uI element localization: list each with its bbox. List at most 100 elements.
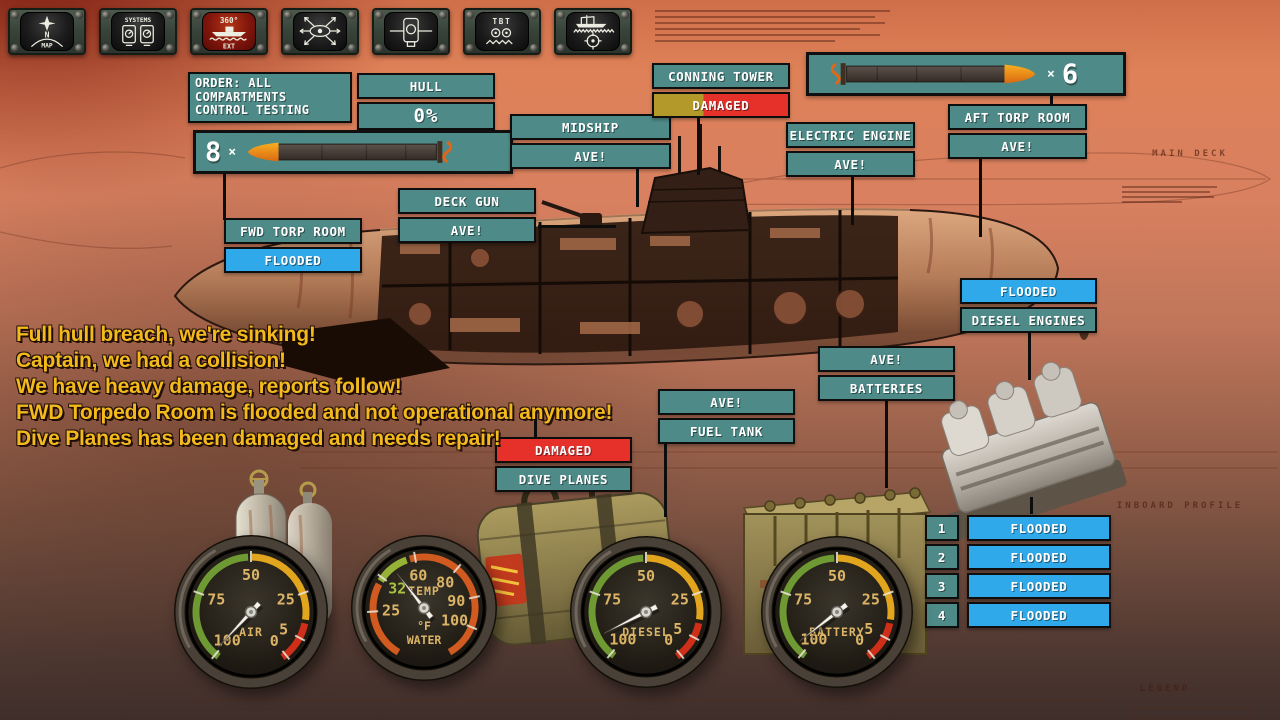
compartment-status[interactable]: AVE! <box>786 151 915 177</box>
compartment-status[interactable]: AVE! <box>948 133 1087 159</box>
screw-icon <box>166 44 174 52</box>
toolbar-button-free-look[interactable] <box>281 8 359 55</box>
eye-arrows-icon <box>299 16 341 46</box>
compartment-status[interactable]: DAMAGED <box>495 437 632 463</box>
tube-status[interactable]: FLOODED <box>967 602 1111 628</box>
compartment-status[interactable]: AVE! <box>398 217 536 243</box>
screw-icon <box>439 44 447 52</box>
compartment-label[interactable]: FWD TORP ROOM <box>224 218 362 244</box>
screw-icon <box>466 11 474 19</box>
toolbar-button-torpedo-tube[interactable] <box>372 8 450 55</box>
svg-text:N: N <box>45 30 50 39</box>
button-screen: N MAP <box>20 12 74 51</box>
torpedo-tube-row: 1 FLOODED <box>925 515 1111 541</box>
compartment-label[interactable]: AFT TORP ROOM <box>948 104 1087 130</box>
compartment-label[interactable]: DECK GUN <box>398 188 536 214</box>
toolbar-button-map[interactable]: N MAP <box>8 8 86 55</box>
screw-icon <box>257 11 265 19</box>
hull-label: HULL <box>357 73 495 99</box>
hull-integrity-panel: HULL 0% <box>357 73 495 130</box>
button-screen: 360° EXT <box>202 12 256 51</box>
compartment-label[interactable]: FUEL TANK <box>658 418 795 444</box>
compartment-status[interactable]: AVE! <box>658 389 795 415</box>
times-symbol: × <box>228 144 237 160</box>
compartment-label[interactable]: DIVE PLANES <box>495 466 632 492</box>
torpedo-icon <box>830 62 1036 86</box>
message-line: We have heavy damage, reports follow! <box>16 375 402 398</box>
screw-icon <box>621 11 629 19</box>
tube-number: 4 <box>925 602 959 628</box>
compartment-aft-torp-room: AFT TORP ROOM AVE! <box>948 104 1087 159</box>
toolbar-button-tbt[interactable]: TBT <box>463 8 541 55</box>
order-line: CONTROL TESTING <box>195 103 310 117</box>
damage-message-log: Full hull breach, we're sinking! Captain… <box>16 322 612 452</box>
blueprint-label-main-deck: MAIN DECK <box>1152 149 1228 159</box>
tbt-binoculars-icon: TBT <box>486 17 513 45</box>
fwd-torpedo-stock: 8 × <box>193 130 513 174</box>
svg-text:SYSTEMS: SYSTEMS <box>125 17 152 24</box>
compartment-label[interactable]: CONNING TOWER <box>652 63 790 89</box>
compass-map-icon: N MAP <box>31 15 63 50</box>
tube-number: 1 <box>925 515 959 541</box>
connector-line <box>534 407 537 438</box>
compartment-status[interactable]: DAMAGED <box>652 92 790 118</box>
toolbar-button-attack-scope[interactable] <box>554 8 632 55</box>
blueprint-label-inboard-profile: INBOARD PROFILE <box>1117 501 1243 511</box>
compartment-label[interactable]: DIESEL ENGINES <box>960 307 1097 333</box>
compartment-status[interactable]: FLOODED <box>960 278 1097 304</box>
connector-line <box>223 168 226 220</box>
screw-icon <box>75 11 83 19</box>
screw-icon <box>466 44 474 52</box>
screw-icon <box>11 11 19 19</box>
toolbar-button-systems[interactable]: SYSTEMS <box>99 8 177 55</box>
order-panel[interactable]: ORDER: ALL COMPARTMENTS CONTROL TESTING <box>188 72 352 123</box>
screw-icon <box>348 44 356 52</box>
compartment-diesel-engines: FLOODED DIESEL ENGINES <box>960 278 1097 333</box>
svg-text:MAP: MAP <box>41 43 53 50</box>
connector-line <box>1050 90 1053 105</box>
connector-line <box>885 392 888 488</box>
top-toolbar: N MAP SYSTEMS 360 <box>0 0 1280 62</box>
screw-icon <box>557 11 565 19</box>
compartment-status[interactable]: FLOODED <box>224 247 362 273</box>
connector-line <box>1030 497 1033 514</box>
ship-crosshair-icon <box>573 15 615 50</box>
toolbar-button-exterior-360[interactable]: 360° EXT <box>190 8 268 55</box>
battery-crate-image <box>742 487 932 655</box>
compartment-deck-gun: DECK GUN AVE! <box>398 188 536 243</box>
message-line: Full hull breach, we're sinking! <box>16 323 316 346</box>
compartment-label[interactable]: MIDSHIP <box>510 114 671 140</box>
connector-line <box>664 435 667 517</box>
screw-icon <box>193 44 201 52</box>
screw-icon <box>375 11 383 19</box>
connector-line <box>1028 326 1031 380</box>
compartment-status[interactable]: AVE! <box>818 346 955 372</box>
ship-exterior-icon: 360° EXT <box>209 16 247 51</box>
screw-icon <box>75 44 83 52</box>
screw-icon <box>166 11 174 19</box>
order-line: COMPARTMENTS <box>195 89 287 104</box>
tube-status[interactable]: FLOODED <box>967 573 1111 599</box>
svg-text:TBT: TBT <box>492 17 511 26</box>
compartment-status[interactable]: AVE! <box>510 143 671 169</box>
torpedo-tube-row: 2 FLOODED <box>925 544 1111 570</box>
tube-status[interactable]: FLOODED <box>967 515 1111 541</box>
compartment-batteries: AVE! BATTERIES <box>818 346 955 401</box>
compartment-label[interactable]: BATTERIES <box>818 375 955 401</box>
hull-value: 0% <box>357 102 495 130</box>
compartment-label[interactable]: ELECTRIC ENGINE <box>786 122 915 148</box>
compartment-fuel-tank: AVE! FUEL TANK <box>658 389 795 444</box>
svg-text:360°: 360° <box>220 16 238 25</box>
connector-line <box>636 165 639 207</box>
message-line: Dive Planes has been damaged and needs r… <box>16 427 501 450</box>
tube-number: 3 <box>925 573 959 599</box>
screw-icon <box>102 11 110 19</box>
button-screen <box>384 12 438 51</box>
connector-line <box>979 149 982 237</box>
tube-status[interactable]: FLOODED <box>967 544 1111 570</box>
torpedo-icon <box>248 140 453 164</box>
button-screen: SYSTEMS <box>111 12 165 51</box>
button-screen <box>566 12 620 51</box>
screw-icon <box>375 44 383 52</box>
